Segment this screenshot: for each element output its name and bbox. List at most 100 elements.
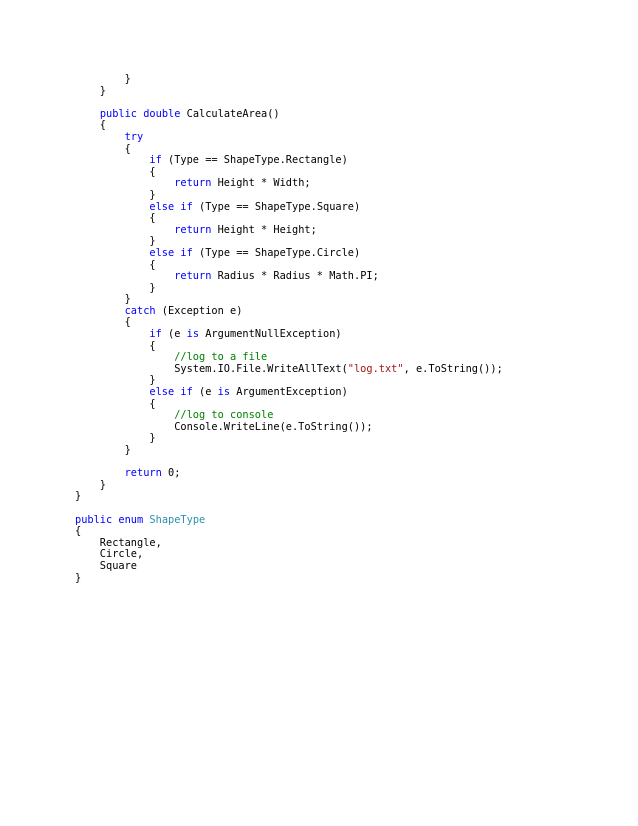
code-keyword: try	[124, 130, 144, 143]
code-comment: //log to console	[174, 409, 274, 422]
code-text: {	[75, 212, 156, 225]
code-keyword: public	[99, 107, 138, 120]
code-text: CalculateArea()	[180, 107, 280, 120]
code-text	[75, 108, 100, 120]
code-line: if (Type == ShapeType.Rectangle)	[75, 154, 503, 167]
code-string: "log.txt"	[347, 362, 404, 375]
code-keyword: return	[174, 270, 212, 283]
code-line: else if (Type == ShapeType.Square)	[75, 200, 503, 214]
code-text	[75, 247, 149, 259]
code-line: return Height * Width;	[75, 178, 503, 190]
code-text	[75, 177, 174, 189]
code-keyword: return	[124, 467, 162, 480]
code-line: public double CalculateArea()	[75, 107, 503, 121]
code-text	[75, 270, 174, 282]
code-text: }	[75, 432, 156, 445]
code-text: (Type == ShapeType.Square)	[192, 200, 361, 213]
code-line: Rectangle,	[75, 536, 503, 550]
code-text	[75, 386, 149, 398]
code-text: System.IO.File.WriteAllText(	[75, 362, 348, 375]
code-text: }	[75, 478, 106, 491]
code-text	[75, 409, 174, 421]
code-text: Square	[75, 559, 137, 572]
code-text: (Type == ShapeType.Rectangle)	[161, 154, 348, 167]
code-text	[75, 467, 125, 479]
code-keyword: else	[149, 386, 175, 399]
code-text: {	[75, 165, 156, 178]
code-text: {	[75, 525, 82, 538]
code-text: }	[75, 490, 82, 503]
code-keyword: if	[149, 154, 162, 167]
code-line: {	[75, 397, 503, 411]
code-line: System.IO.File.WriteAllText("log.txt", e…	[75, 362, 503, 376]
code-text: , e.ToString());	[403, 362, 503, 375]
code-line: }	[75, 84, 503, 98]
code-keyword: if	[180, 386, 193, 399]
code-text: {	[75, 258, 156, 271]
code-line: else if (Type == ShapeType.Circle)	[75, 247, 503, 260]
code-text: ArgumentNullException)	[199, 328, 342, 341]
code-text	[75, 305, 125, 317]
code-line: return Height * Height;	[75, 223, 503, 237]
code-line: try	[75, 130, 503, 144]
code-keyword: is	[186, 328, 200, 341]
code-text: {	[75, 339, 156, 352]
code-line: {	[75, 317, 503, 329]
code-line: public enum ShapeType	[75, 513, 503, 527]
code-line: }	[75, 293, 503, 306]
code-text	[75, 328, 149, 340]
code-text: }	[75, 84, 106, 97]
code-line: }	[75, 375, 503, 387]
code-text: {	[75, 397, 156, 410]
code-text	[75, 131, 125, 143]
code-line: {	[75, 120, 503, 132]
code-line: }	[75, 188, 503, 202]
code-line: }	[75, 73, 503, 86]
code-line: {	[75, 165, 503, 179]
code-text	[75, 154, 149, 166]
code-line: catch (Exception e)	[75, 304, 503, 318]
code-line: if (e is ArgumentNullException)	[75, 328, 503, 341]
code-text: (Exception e)	[155, 304, 243, 317]
code-text: }	[75, 235, 156, 248]
code-text: }	[75, 374, 156, 387]
code-line: }	[75, 281, 503, 295]
code-text: Circle,	[75, 548, 144, 561]
code-text: Radius * Radius * Math.PI;	[211, 270, 379, 283]
code-line: }	[75, 571, 503, 585]
code-line: {	[75, 142, 503, 156]
code-block: } } public double CalculateArea() { try …	[75, 73, 503, 585]
code-text: {	[75, 316, 131, 329]
code-text: Rectangle,	[75, 536, 162, 549]
code-text: Height * Height;	[211, 223, 317, 236]
code-line: //log to console	[75, 409, 503, 422]
code-text: }	[75, 281, 156, 294]
code-text: ArgumentException)	[230, 386, 348, 399]
code-line: }	[75, 236, 503, 248]
code-text: }	[75, 571, 82, 584]
code-text: {	[75, 142, 131, 155]
code-keyword: double	[143, 107, 181, 120]
code-line: {	[75, 212, 503, 225]
code-text: }	[75, 188, 156, 201]
code-text	[75, 224, 174, 236]
code-line: return 0;	[75, 467, 503, 480]
code-text: (e	[161, 328, 187, 341]
code-keyword: enum	[118, 513, 144, 526]
code-line: Square	[75, 559, 503, 573]
code-comment: //log to a file	[174, 351, 268, 364]
code-line: return Radius * Radius * Math.PI;	[75, 270, 503, 283]
code-keyword: catch	[124, 304, 156, 317]
code-text: }	[75, 444, 131, 456]
code-keyword: return	[174, 223, 212, 236]
code-text: }	[75, 73, 131, 85]
code-text: {	[75, 119, 106, 132]
code-text: 0;	[161, 467, 181, 480]
code-line: }	[75, 433, 503, 445]
code-line: }	[75, 478, 503, 492]
code-line: }	[75, 444, 503, 457]
code-keyword: if	[149, 328, 162, 341]
code-keyword: is	[217, 386, 231, 399]
code-text: Console.WriteLine(e.ToString());	[75, 420, 373, 433]
